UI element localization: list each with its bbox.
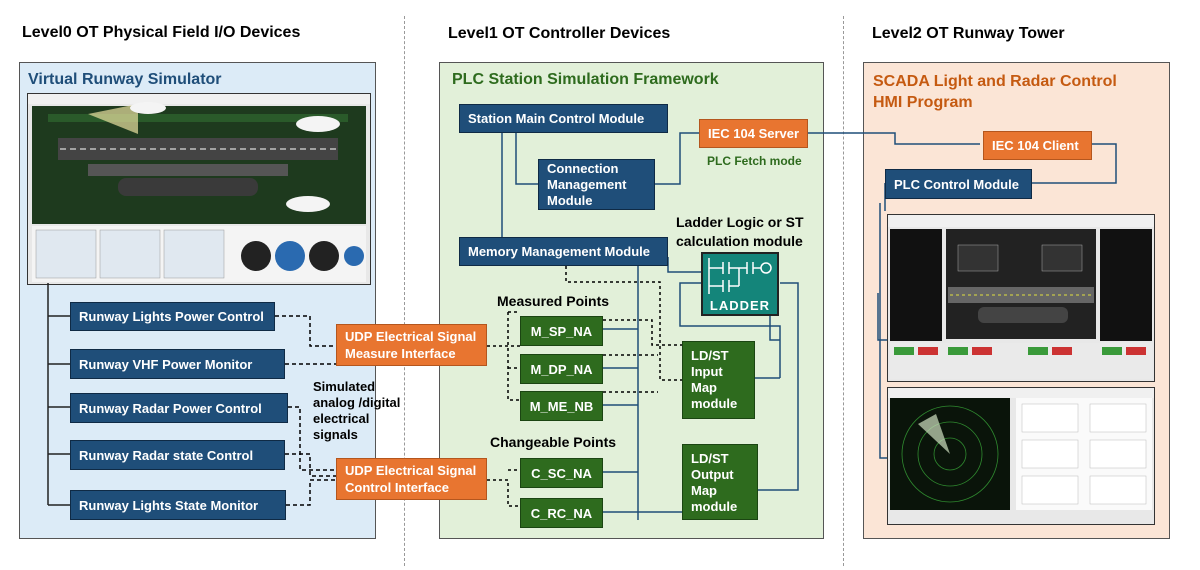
scada-light-hmi-screenshot [887, 214, 1155, 382]
panel2-title: SCADA Light and Radar Control HMI Progra… [873, 73, 1117, 111]
udp-measure-interface: UDP Electrical Signal Measure Interface [336, 324, 487, 366]
scada-radar-hmi-screenshot [887, 387, 1155, 525]
iec104-server: IEC 104 Server [699, 119, 808, 148]
runway-lights-state-monitor: Runway Lights State Monitor [70, 490, 286, 520]
point-m-me-nb: M_ME_NB [520, 391, 603, 421]
level2-heading: Level2 OT Runway Tower [872, 25, 1065, 42]
plc-control-module: PLC Control Module [885, 169, 1032, 199]
simulated-signals-label: Simulated analog /digital electrical sig… [313, 379, 401, 442]
measured-points-label: Measured Points [497, 293, 610, 309]
iec104-client: IEC 104 Client [983, 131, 1092, 160]
level0-heading: Level0 OT Physical Field I/O Devices [22, 24, 301, 41]
point-c-sc-na: C_SC_NA [520, 458, 603, 488]
point-c-rc-na: C_RC_NA [520, 498, 603, 528]
level1-heading: Level1 OT Controller Devices [448, 25, 671, 42]
connection-management-module: Connection Management Module [538, 159, 655, 210]
ladder-icon: LADDER [701, 252, 779, 316]
runway-radar-state-control: Runway Radar state Control [70, 440, 285, 470]
udp-control-interface: UDP Electrical Signal Control Interface [336, 458, 487, 500]
separator-2 [843, 16, 844, 566]
changeable-points-label: Changeable Points [490, 434, 617, 450]
panel0-title: Virtual Runway Simulator [28, 71, 222, 88]
runway-radar-power-control: Runway Radar Power Control [70, 393, 288, 423]
point-m-dp-na: M_DP_NA [520, 354, 603, 384]
plc-fetch-mode-label: PLC Fetch mode [707, 154, 802, 168]
separator-1 [404, 16, 405, 566]
point-m-sp-na: M_SP_NA [520, 316, 603, 346]
ladder-text: LADDER [709, 298, 771, 313]
runway-vhf-power-monitor: Runway VHF Power Monitor [70, 349, 285, 379]
panel1-title: PLC Station Simulation Framework [452, 71, 719, 88]
ladder-logic-label: Ladder Logic or ST calculation module [676, 214, 804, 249]
memory-management-module: Memory Management Module [459, 237, 668, 266]
runway-simulator-screenshot [27, 93, 371, 285]
runway-lights-power-control: Runway Lights Power Control [70, 302, 275, 331]
station-main-control-module: Station Main Control Module [459, 104, 668, 133]
ldst-input-map-module: LD/ST Input Map module [682, 341, 755, 419]
ldst-output-map-module: LD/ST Output Map module [682, 444, 758, 520]
